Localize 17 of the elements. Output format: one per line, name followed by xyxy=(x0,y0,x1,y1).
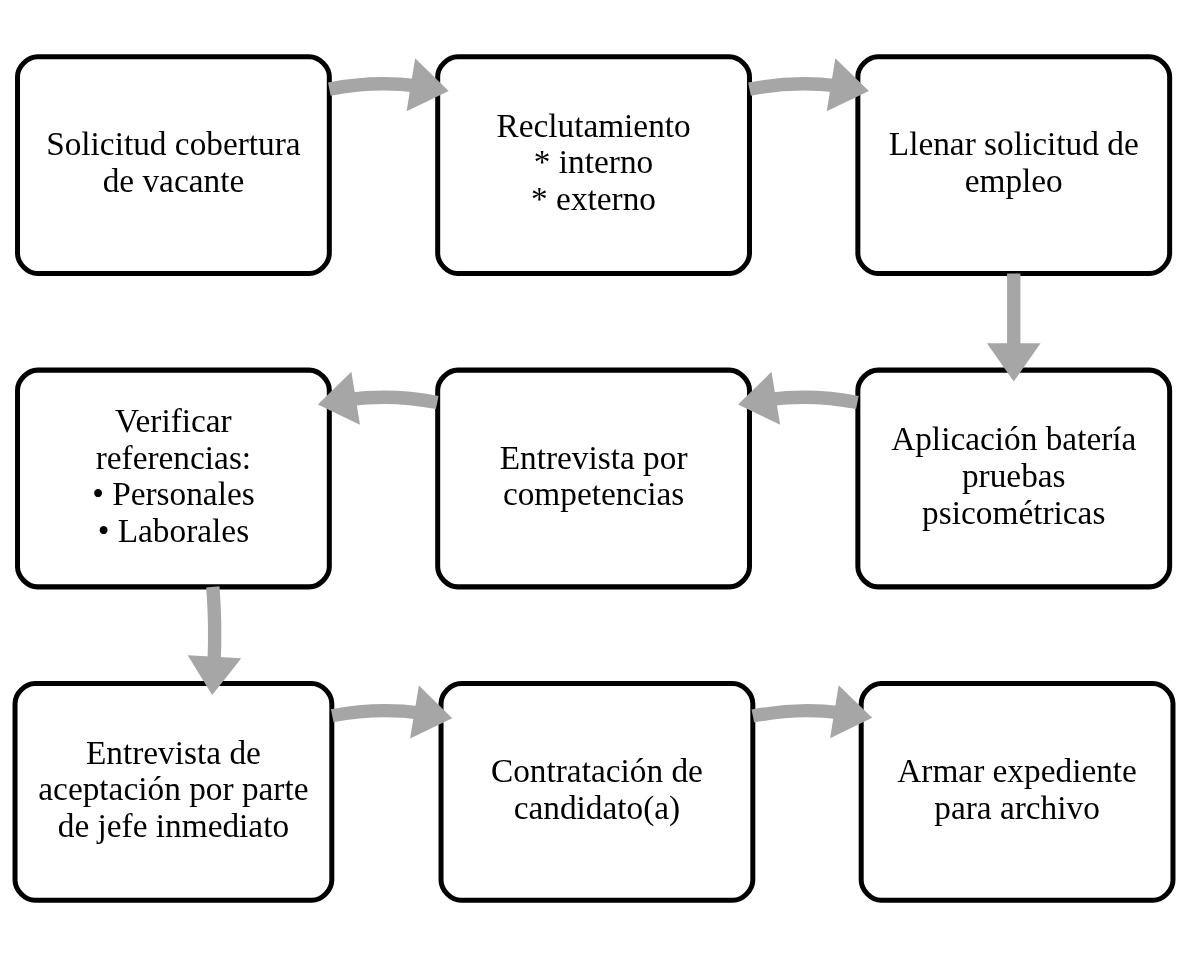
node-box: Entrevista por competencias xyxy=(435,367,752,590)
arrow xyxy=(187,586,242,695)
arrow xyxy=(748,58,869,112)
node-box: Armar expediente para archivo xyxy=(858,681,1176,903)
arrow xyxy=(331,685,453,739)
arrow xyxy=(751,685,873,739)
node-box: Contratación de candidato(a) xyxy=(438,681,756,903)
node-box: Entrevista de aceptación por parte de jefe inmediato xyxy=(12,681,335,903)
node-box: Llenar solicitud de empleo xyxy=(855,54,1173,276)
node-box: Solicitud cobertura de vacante xyxy=(15,54,332,276)
arrow xyxy=(317,371,439,425)
arrow xyxy=(738,371,859,425)
arrow xyxy=(328,58,449,112)
node-box: Reclutamiento * interno * externo xyxy=(435,54,752,276)
arrow xyxy=(986,273,1041,382)
node-box: Aplicación batería pruebas psicométricas xyxy=(855,367,1173,590)
node-box: Verificar referencias: • Personales • Laborales xyxy=(15,367,332,590)
